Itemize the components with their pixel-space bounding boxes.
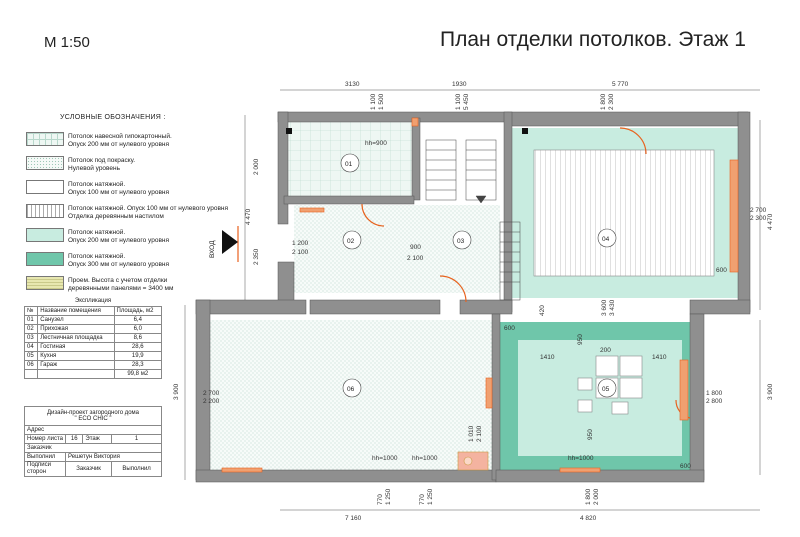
- svg-text:950: 950: [577, 334, 584, 345]
- svg-text:420: 420: [539, 305, 546, 316]
- svg-text:1410: 1410: [652, 354, 667, 361]
- dim-right: 2 700 2 300 4 470 1 800 2 800 3 900: [706, 207, 774, 405]
- svg-text:02: 02: [347, 238, 355, 245]
- svg-text:770: 770: [377, 494, 384, 505]
- svg-text:3 900: 3 900: [173, 383, 180, 400]
- dim-bottom-2: 4 820: [580, 515, 597, 522]
- dimension-lines: [184, 89, 761, 511]
- svg-text:2 800: 2 800: [706, 398, 723, 405]
- svg-text:1 800: 1 800: [600, 93, 607, 110]
- svg-text:03: 03: [457, 238, 465, 245]
- legend-title: УСЛОВНЫЕ ОБОЗНАЧЕНИЯ :: [60, 114, 166, 121]
- svg-text:950: 950: [587, 429, 594, 440]
- legend-item: Потолок натяжной. Опуск 100 мм от нулево…: [68, 205, 229, 220]
- svg-text:200: 200: [600, 347, 611, 354]
- svg-text:1 250: 1 250: [427, 488, 434, 505]
- svg-text:04: 04: [602, 236, 610, 243]
- legend-swatch-stretch-100: [26, 180, 64, 194]
- table-row: 99,8 м2: [23, 369, 163, 379]
- stove: [457, 451, 489, 471]
- svg-text:hh=900: hh=900: [365, 140, 387, 147]
- plan-annotations: hh=900 900 2 100 1 200 2 100 2 700 2 200…: [203, 140, 727, 505]
- svg-text:2 300: 2 300: [750, 215, 767, 222]
- svg-text:600: 600: [716, 267, 727, 274]
- svg-text:4 470: 4 470: [767, 213, 774, 230]
- staircase: [425, 139, 521, 301]
- svg-text:2 700: 2 700: [203, 390, 220, 397]
- legend-swatch-opening: [26, 276, 64, 290]
- svg-text:1 800: 1 800: [585, 488, 592, 505]
- svg-text:2 100: 2 100: [407, 255, 424, 262]
- svg-text:3 600: 3 600: [601, 299, 608, 316]
- svg-text:1 100: 1 100: [455, 93, 462, 110]
- svg-text:3 900: 3 900: [767, 383, 774, 400]
- column-marker: [522, 128, 528, 134]
- entrance-arrow-icon: [222, 230, 238, 254]
- scale-label: М 1:50: [44, 34, 90, 51]
- svg-text:1 500: 1 500: [378, 93, 385, 110]
- legend-swatch-wood: [26, 204, 64, 218]
- svg-text:4 470: 4 470: [245, 208, 252, 225]
- stair-ceiling: [420, 125, 500, 205]
- legend-item: Потолок натяжной.Опуск 200 мм от нулевог…: [68, 229, 170, 244]
- room-markers: 01 02 03 04 05 06: [340, 153, 617, 398]
- svg-text:hh=1000: hh=1000: [372, 455, 398, 462]
- svg-text:600: 600: [680, 463, 691, 470]
- svg-text:01: 01: [345, 161, 353, 168]
- dim-left: 2 000 4 470 2 350 3 900: [173, 158, 260, 400]
- walls: [195, 111, 751, 483]
- svg-text:05: 05: [602, 386, 610, 393]
- svg-text:600: 600: [504, 325, 515, 332]
- svg-text:2 100: 2 100: [476, 425, 483, 442]
- svg-text:2 350: 2 350: [253, 248, 260, 265]
- svg-text:hh=1000: hh=1000: [412, 455, 438, 462]
- legend-swatch-stretch-300: [26, 252, 64, 266]
- svg-text:2 100: 2 100: [292, 249, 309, 256]
- dim-top-3: 5 770: [612, 81, 629, 88]
- dim-top-1: 3130: [345, 81, 360, 88]
- svg-text:1 800: 1 800: [706, 390, 723, 397]
- svg-text:1410: 1410: [540, 354, 555, 361]
- explication-title: Экспликация: [74, 298, 112, 304]
- svg-text:900: 900: [410, 244, 421, 251]
- sheet-title: План отделки потолков. Этаж 1: [440, 28, 746, 51]
- svg-text:06: 06: [347, 386, 355, 393]
- svg-text:hh=1000: hh=1000: [568, 455, 594, 462]
- column-marker: [286, 128, 292, 134]
- dim-top-2: 1930: [452, 81, 467, 88]
- svg-text:1 100: 1 100: [370, 93, 377, 110]
- entrance-label: ВХОД: [209, 240, 216, 258]
- svg-text:1 200: 1 200: [292, 240, 309, 247]
- dim-bottom-1: 7 160: [345, 515, 362, 522]
- svg-text:2 300: 2 300: [608, 93, 615, 110]
- legend-swatch-paint: [26, 156, 64, 170]
- svg-text:2 000: 2 000: [253, 158, 260, 175]
- legend-swatch-stretch-200: [26, 228, 64, 242]
- svg-text:3 430: 3 430: [609, 299, 616, 316]
- svg-text:770: 770: [419, 494, 426, 505]
- dim-top-small: 1 100 1 500 1 100 5 450 1 800 2 300: [370, 93, 615, 110]
- svg-text:2 000: 2 000: [593, 488, 600, 505]
- svg-text:2 200: 2 200: [203, 398, 220, 405]
- windows: [221, 117, 739, 473]
- svg-text:5 450: 5 450: [463, 93, 470, 110]
- legend-item: Потолок под покраску.Нулевой уровень: [68, 157, 136, 172]
- title-block: Дизайн-проект загородного дома" ECO CHIC…: [23, 406, 162, 477]
- svg-text:2 700: 2 700: [750, 207, 767, 214]
- table-row: Дизайн-проект загородного дома" ECO CHIC…: [24, 406, 162, 426]
- legend-item: Потолок натяжной.Опуск 100 мм от нулевог…: [68, 181, 170, 196]
- legend-item: Потолок натяжной.Опуск 300 мм от нулевог…: [68, 253, 170, 268]
- room-02-03-ceiling: [294, 205, 500, 293]
- legend-item: Потолок навесной гипокартонный.Опуск 200…: [68, 133, 172, 148]
- legend-swatch-suspended: [26, 132, 64, 146]
- svg-text:1 010: 1 010: [468, 425, 475, 442]
- stove-burner-icon: [463, 456, 473, 466]
- svg-text:1 250: 1 250: [385, 488, 392, 505]
- room-04-wood-insert: [533, 149, 715, 277]
